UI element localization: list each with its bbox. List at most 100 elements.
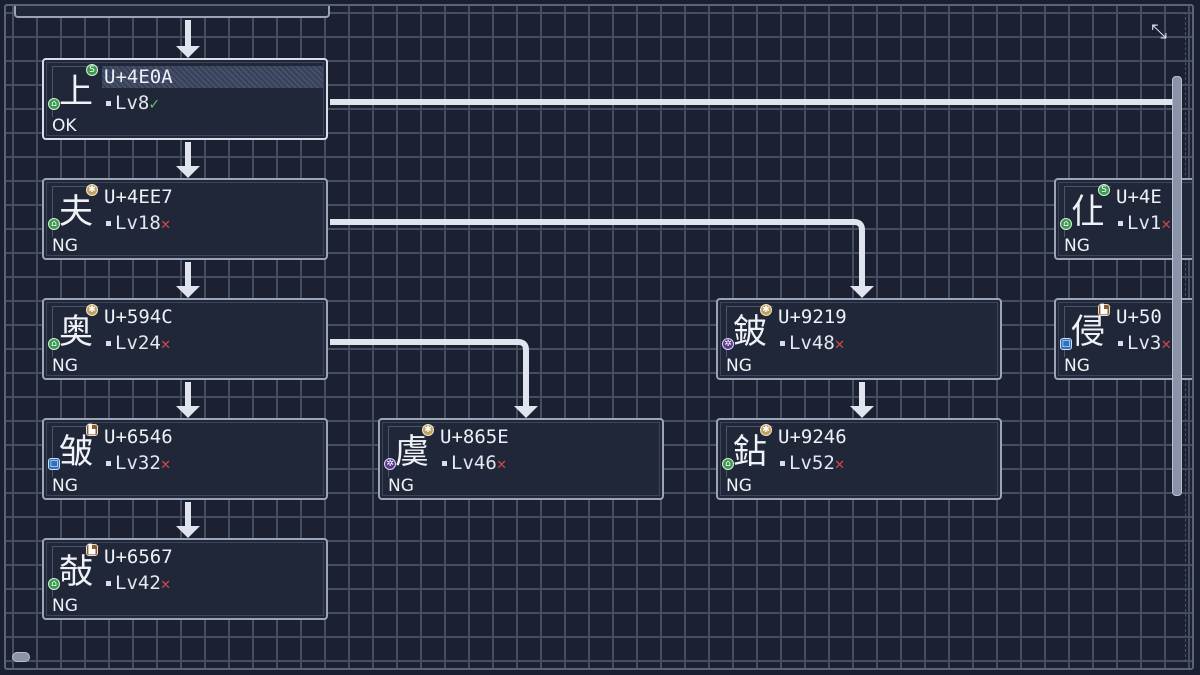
node-status: OK <box>52 116 77 136</box>
node-code: U+4EE7 <box>104 186 173 208</box>
node-status: NG <box>1064 236 1090 256</box>
skill-node[interactable]: 皱 ▙ □ U+6546 Lv32✕ NG <box>42 418 328 500</box>
arrowhead <box>176 406 200 418</box>
element-badge-icon: ▙ <box>86 544 98 556</box>
node-level: Lv46✕ <box>440 452 506 475</box>
arrowhead <box>850 286 874 298</box>
cross-icon: ✕ <box>160 574 171 593</box>
node-status: NG <box>52 356 78 376</box>
cross-icon: ✕ <box>834 454 845 473</box>
node-code: U+6567 <box>104 546 173 568</box>
node-glyph: 皱 <box>52 426 99 477</box>
type-badge-icon: ⌂ <box>48 98 60 110</box>
node-glyph: 鉆 <box>726 426 773 477</box>
cross-icon: ✕ <box>1161 334 1171 353</box>
node-code: U+4E0A <box>102 66 324 88</box>
node-level: Lv24✕ <box>104 332 170 355</box>
node-code: U+6546 <box>104 426 173 448</box>
type-badge-icon: ⌂ <box>48 338 60 350</box>
type-badge-icon: ⌂ <box>722 458 734 470</box>
bullet-icon <box>780 461 785 466</box>
node-status: NG <box>388 476 414 496</box>
node-code: U+594C <box>104 306 173 328</box>
type-badge-icon: ⌂ <box>1060 218 1072 230</box>
connector-n2-n7 <box>330 219 865 288</box>
node-level: Lv52✕ <box>778 452 844 475</box>
skill-node[interactable]: 仩 S ⌂ U+4E Lv1✕ NG <box>1054 178 1192 260</box>
connector-layer <box>176 20 1181 538</box>
skill-node[interactable]: 敧 ▙ ⌂ U+6567 Lv42✕ NG <box>42 538 328 620</box>
skill-node[interactable]: 夫 ✱ ⌂ U+4EE7 Lv18✕ NG <box>42 178 328 260</box>
cross-icon: ✕ <box>1161 214 1171 233</box>
node-glyph: 夫 <box>52 186 99 237</box>
bullet-icon <box>1118 341 1123 346</box>
skill-node[interactable]: 虞 ✱ ✲ U+865E Lv46✕ NG <box>378 418 664 500</box>
node-glyph: 敧 <box>52 546 99 597</box>
element-badge-icon: ✱ <box>760 304 772 316</box>
bullet-icon <box>106 341 111 346</box>
node-code: U+50 <box>1116 306 1162 328</box>
skill-node[interactable]: 鈹 ✱ ✲ U+9219 Lv48✕ NG <box>716 298 1002 380</box>
bullet-icon <box>442 461 447 466</box>
bullet-icon <box>106 461 111 466</box>
horizontal-scrollbar[interactable] <box>12 652 30 662</box>
node-code: U+865E <box>440 426 509 448</box>
node-status: NG <box>726 356 752 376</box>
element-badge-icon: ▙ <box>1098 304 1110 316</box>
arrowhead <box>850 406 874 418</box>
element-badge-icon: ✱ <box>760 424 772 436</box>
skill-node[interactable]: 奥 ✱ ⌂ U+594C Lv24✕ NG <box>42 298 328 380</box>
node-glyph: 仩 <box>1064 186 1111 237</box>
type-badge-icon: ⌂ <box>48 578 60 590</box>
cross-icon: ✕ <box>834 334 845 353</box>
node-level: Lv3✕ <box>1116 332 1171 355</box>
type-badge-icon: □ <box>1060 338 1072 350</box>
node-glyph: 虞 <box>388 426 435 477</box>
cross-icon: ✕ <box>496 454 507 473</box>
arrowhead <box>176 286 200 298</box>
skill-node[interactable]: 鉆 ✱ ⌂ U+9246 Lv52✕ NG <box>716 418 1002 500</box>
node-glyph: 奥 <box>52 306 99 357</box>
bullet-icon <box>106 101 111 106</box>
element-badge-icon: ✱ <box>86 184 98 196</box>
node-status: NG <box>726 476 752 496</box>
type-badge-icon: ✲ <box>384 458 396 470</box>
node-code: U+9219 <box>778 306 847 328</box>
node-glyph: 上 <box>52 66 99 117</box>
skill-node[interactable]: 侵 ▙ □ U+50 Lv3✕ NG <box>1054 298 1192 380</box>
node-level: Lv32✕ <box>104 452 170 475</box>
node-level: Lv48✕ <box>778 332 844 355</box>
element-badge-icon: ✱ <box>422 424 434 436</box>
type-badge-icon: ✲ <box>722 338 734 350</box>
node-code: U+4E <box>1116 186 1162 208</box>
node-code: U+9246 <box>778 426 847 448</box>
vertical-scrollbar[interactable] <box>1172 76 1182 496</box>
arrowhead <box>176 166 200 178</box>
node-partial-top[interactable] <box>14 6 330 18</box>
type-badge-icon: □ <box>48 458 60 470</box>
bullet-icon <box>106 581 111 586</box>
node-level: Lv42✕ <box>104 572 170 595</box>
node-status: NG <box>52 596 78 616</box>
node-status: NG <box>52 476 78 496</box>
node-status: NG <box>52 236 78 256</box>
collapse-icon[interactable]: ⤡ <box>1151 19 1167 43</box>
node-status: NG <box>1064 356 1090 376</box>
cross-icon: ✕ <box>160 214 171 233</box>
bullet-icon <box>106 221 111 226</box>
skill-tree-panel[interactable]: 上 S ⌂ U+4E0A Lv8✓ OK 夫 ✱ ⌂ U+4EE7 Lv18✕ … <box>4 4 1194 670</box>
connector-n3-n6 <box>330 339 529 408</box>
arrowhead <box>514 406 538 418</box>
cross-icon: ✕ <box>160 334 171 353</box>
type-badge-icon: ⌂ <box>48 218 60 230</box>
cross-icon: ✕ <box>160 454 171 473</box>
element-badge-icon: ✱ <box>86 304 98 316</box>
check-icon: ✓ <box>149 94 159 113</box>
node-glyph: 鈹 <box>726 306 773 357</box>
element-badge-icon: S <box>86 64 98 76</box>
node-level: Lv1✕ <box>1116 212 1171 235</box>
arrowhead <box>176 46 200 58</box>
element-badge-icon: S <box>1098 184 1110 196</box>
skill-node[interactable]: 上 S ⌂ U+4E0A Lv8✓ OK <box>42 58 328 140</box>
arrowhead <box>176 526 200 538</box>
